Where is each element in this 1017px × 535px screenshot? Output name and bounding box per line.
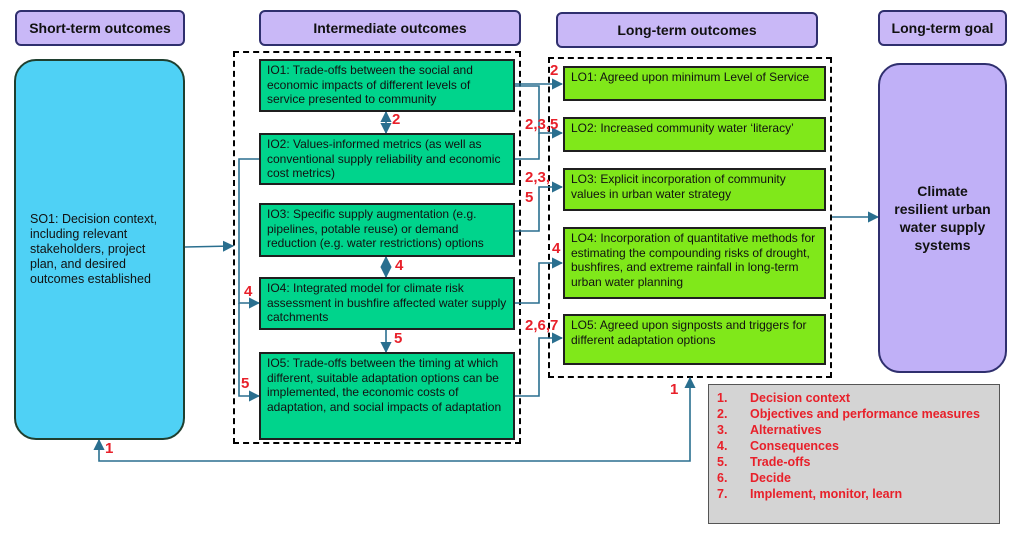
- connector-io2-to-io4: [238, 158, 261, 309]
- step-label-to-lo5: 2,6,7: [525, 317, 559, 334]
- step-label-to-lo3-a: 2,3,: [525, 169, 551, 186]
- legend-item: 1. Decision context: [717, 390, 991, 406]
- step-label-io4-io5: 5: [394, 330, 403, 347]
- legend-number: 3.: [717, 423, 728, 437]
- step-label-io1-io2: 2: [392, 111, 401, 128]
- io2-box: IO2: Values-informed metrics (as well as…: [259, 133, 515, 185]
- legend-item: 5. Trade-offs: [717, 454, 991, 470]
- legend-label: Consequences: [750, 439, 839, 453]
- so1-box: SO1: Decision context, including relevan…: [14, 59, 185, 440]
- lo3-box: LO3: Explicit incorporation of community…: [563, 168, 826, 211]
- io5-box: IO5: Trade-offs between the timing at wh…: [259, 352, 515, 440]
- step-label-feedback-lo: 1: [670, 381, 679, 398]
- goal-text: Climate resilient urban water supply sys…: [894, 183, 991, 253]
- header-goal: Long-term goal: [878, 10, 1007, 46]
- connector-io1-to-lo2: [515, 85, 564, 139]
- so1-text: SO1: Decision context, including relevan…: [30, 212, 158, 286]
- legend-number: 2.: [717, 407, 728, 421]
- io3-box: IO3: Specific supply augmentation (e.g. …: [259, 203, 515, 257]
- step-label-feedback-so: 1: [105, 440, 114, 457]
- lo5-box: LO5: Agreed upon signposts and triggers …: [563, 314, 826, 365]
- step-label-to-lo2: 2,3,5: [525, 116, 559, 133]
- legend-label: Decide: [750, 471, 791, 485]
- io4-box: IO4: Integrated model for climate risk a…: [259, 277, 515, 330]
- io1-box: IO1: Trade-offs between the social and e…: [259, 59, 515, 112]
- legend-number: 1.: [717, 391, 728, 405]
- header-short-term: Short-term outcomes: [15, 10, 185, 46]
- step-label-to-lo4: 4: [552, 240, 561, 257]
- lo2-box: LO2: Increased community water ‘literacy…: [563, 117, 826, 152]
- legend-item: 7. Implement, monitor, learn: [717, 486, 991, 502]
- legend-number: 4.: [717, 439, 728, 453]
- legend-item: 3. Alternatives: [717, 422, 991, 438]
- legend-item: 6. Decide: [717, 470, 991, 486]
- legend-item: 2. Objectives and performance measures: [717, 406, 991, 422]
- step-label-to-lo3-b: 5: [525, 189, 534, 206]
- legend-label: Trade-offs: [750, 455, 811, 469]
- step-label-io3-io4: 4: [395, 257, 404, 274]
- legend-number: 6.: [717, 471, 728, 485]
- step-label-so-io4: 4: [244, 283, 253, 300]
- connector-io3-to-lo3: [515, 181, 564, 232]
- lo4-box: LO4: Incorporation of quantitative metho…: [563, 227, 826, 299]
- legend-number: 5.: [717, 455, 728, 469]
- legend-label: Decision context: [750, 391, 851, 405]
- legend-label: Alternatives: [750, 423, 822, 437]
- header-long-term: Long-term outcomes: [556, 12, 818, 48]
- connector-feedback-loop: [93, 376, 696, 462]
- step-label-to-lo1: 2: [550, 62, 559, 79]
- legend-label: Objectives and performance measures: [750, 407, 980, 421]
- connector-io2-to-lo2: [515, 133, 540, 160]
- lo1-box: LO1: Agreed upon minimum Level of Servic…: [563, 66, 826, 101]
- connector-io5-to-lo5: [515, 332, 564, 397]
- legend-label: Implement, monitor, learn: [750, 487, 903, 501]
- legend-number: 7.: [717, 487, 728, 501]
- header-intermediate: Intermediate outcomes: [259, 10, 521, 46]
- legend-box: 1. Decision context 2. Objectives and perf…: [708, 384, 1000, 524]
- goal-box: Climate resilient urban water supply sys…: [878, 63, 1007, 373]
- legend-item: 4. Consequences: [717, 438, 991, 454]
- step-label-so-io5: 5: [241, 375, 250, 392]
- connector-io4-to-lo4: [515, 257, 564, 304]
- connector-so1-to-io: [184, 240, 235, 252]
